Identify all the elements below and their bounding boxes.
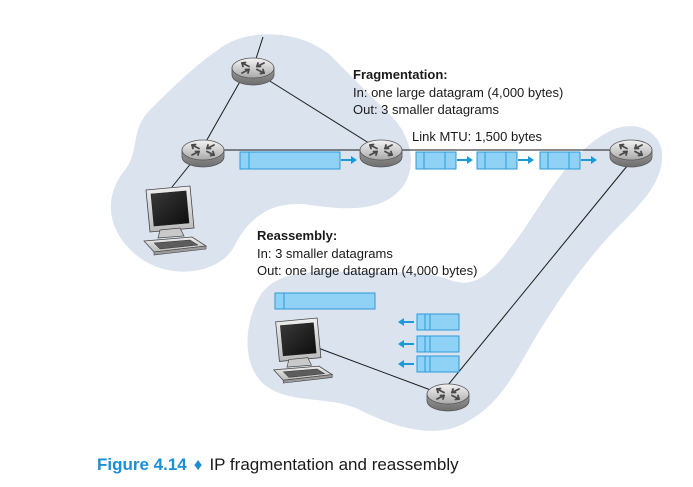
caption-text: IP fragmentation and reassembly <box>209 455 459 474</box>
link-top-left <box>203 77 243 146</box>
fragment-3 <box>539 151 581 170</box>
large-datagram <box>239 151 341 170</box>
reassembled-datagram <box>274 292 376 310</box>
router-icon <box>609 139 653 168</box>
lower-network-cloud <box>247 126 663 431</box>
arrow-right-icon <box>341 156 357 164</box>
link-mtu-label: Link MTU: 1,500 bytes <box>412 129 543 144</box>
arrow-right-icon <box>457 156 473 164</box>
router-icon <box>359 139 403 168</box>
link-right-down <box>447 159 633 386</box>
incoming-fragment-1 <box>416 313 460 331</box>
incoming-fragment-2 <box>416 335 460 353</box>
reassembly-out-text: Out: one large datagram (4,000 bytes) <box>257 263 477 278</box>
arrow-right-icon <box>581 156 597 164</box>
link-top-right <box>264 77 373 146</box>
arrow-right-icon <box>518 156 534 164</box>
fragment-1 <box>415 151 457 170</box>
network-links <box>171 36 633 393</box>
router-icon <box>181 139 225 168</box>
router-icon <box>426 383 470 412</box>
link-left-host <box>171 161 193 188</box>
fragmentation-in-text: In: one large datagram (4,000 bytes) <box>353 85 563 100</box>
fragmentation-out-text: Out: 3 smaller datagrams <box>353 102 499 117</box>
reassembly-title: Reassembly: <box>257 228 337 243</box>
link-host-bottom <box>309 344 437 393</box>
arrow-left-icon <box>398 318 414 326</box>
incoming-fragment-3 <box>416 355 460 373</box>
arrow-left-icon <box>398 360 414 368</box>
router-icon <box>231 57 275 86</box>
fragmentation-title: Fragmentation: <box>353 67 448 82</box>
figure-caption: Figure 4.14 ♦ IP fragmentation and reassem… <box>97 455 459 475</box>
fragment-2 <box>476 151 518 170</box>
reassembly-in-text: In: 3 smaller datagrams <box>257 246 393 261</box>
figure-label: Figure 4.14 <box>97 455 187 474</box>
arrow-left-icon <box>398 340 414 348</box>
caption-separator: ♦ <box>193 455 203 474</box>
